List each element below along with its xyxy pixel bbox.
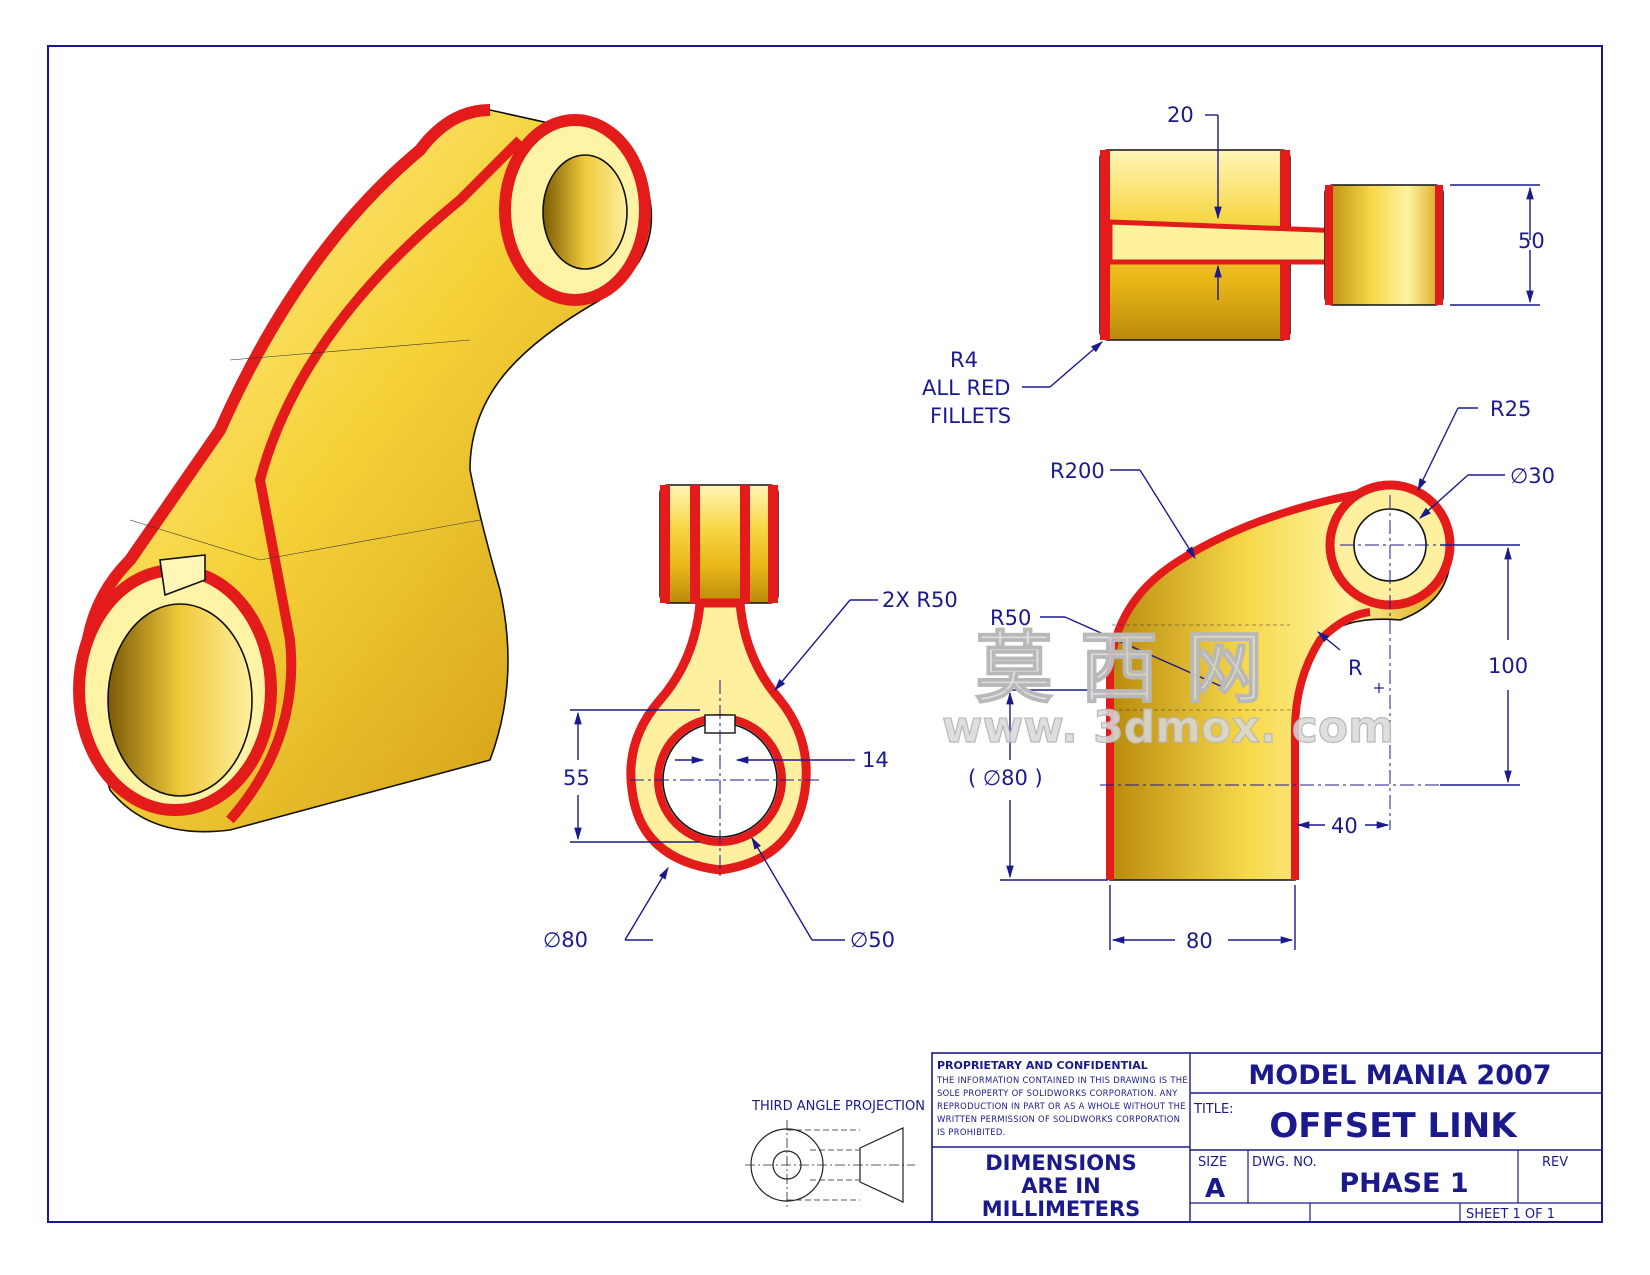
proprietary-text: IS PROHIBITED. (937, 1127, 1006, 1137)
dim-r: R (1348, 656, 1363, 680)
top-view-fillet (1325, 185, 1333, 305)
note-r4: R4 (950, 348, 978, 372)
top-view-fillet (1435, 185, 1443, 305)
front-fillet (660, 485, 670, 603)
title-block: PROPRIETARY AND CONFIDENTIAL THE INFORMA… (931, 1052, 1603, 1223)
dim-55: 55 (563, 766, 590, 790)
dim-2x-r50: 2X R50 (882, 588, 958, 612)
iso-keyway (159, 554, 206, 597)
front-fillet (740, 485, 750, 603)
front-view-small-boss (659, 484, 779, 604)
dim-80: 80 (1186, 929, 1213, 953)
sheet-number: SHEET 1 OF 1 (1466, 1207, 1555, 1222)
iso-inner-fillet (226, 136, 524, 824)
note-all-red: ALL RED (922, 376, 1010, 400)
company-name: MODEL MANIA 2007 (1248, 1060, 1551, 1091)
dim-50: 50 (1518, 229, 1545, 253)
watermark-chinese: 莫 西 网 (975, 624, 1263, 714)
proprietary-text: THE INFORMATION CONTAINED IN THIS DRAWIN… (936, 1075, 1188, 1085)
sheet-border (47, 45, 1603, 1223)
size-value: A (1205, 1174, 1225, 1204)
units-line3: MILLIMETERS (982, 1197, 1141, 1221)
drawing-title: OFFSET LINK (1269, 1106, 1518, 1146)
top-view-small-boss (1324, 184, 1444, 306)
watermark-url: www. 3dmox. com (942, 702, 1394, 753)
top-view-fillet (1100, 150, 1110, 340)
dim-r50-side: R50 (990, 606, 1031, 630)
watermark: 莫 西 网 www. 3dmox. com (941, 623, 1394, 753)
side-view: R200 R25 ∅30 R50 R 100 ( ∅80 ) 40 (968, 397, 1555, 953)
dwg-no-label: DWG. NO. (1252, 1155, 1317, 1170)
dim-dia50: ∅50 (850, 928, 895, 952)
proprietary-text: SOLE PROPERTY OF SOLIDWORKS CORPORATION.… (937, 1088, 1178, 1098)
front-view: 2X R50 55 14 ∅80 ∅50 (543, 484, 958, 952)
dim-r25: R25 (1490, 397, 1531, 421)
dwg-no-value: PHASE 1 (1339, 1168, 1468, 1199)
side-fillet (1106, 486, 1381, 880)
title-label: TITLE: (1193, 1102, 1234, 1117)
dim-dia30: ∅30 (1510, 464, 1555, 488)
dim-40: 40 (1331, 814, 1358, 838)
side-fillet (1291, 608, 1371, 880)
proprietary-text: REPRODUCTION IN PART OR AS A WHOLE WITHO… (937, 1101, 1186, 1111)
size-label: SIZE (1198, 1155, 1227, 1170)
units-line1: DIMENSIONS (985, 1151, 1137, 1175)
iso-tangent-line (259, 519, 481, 561)
dim-dia80-ref: ( ∅80 ) (968, 766, 1043, 790)
top-view: 20 50 R4 ALL RED FILLETS (922, 103, 1545, 428)
dim-r200: R200 (1050, 459, 1105, 483)
front-fillet (768, 485, 778, 603)
rev-label: REV (1542, 1155, 1568, 1170)
proprietary-heading: PROPRIETARY AND CONFIDENTIAL (937, 1059, 1148, 1072)
dim-20: 20 (1167, 103, 1194, 127)
front-fillet (690, 485, 700, 603)
proprietary-text: WRITTEN PERMISSION OF SOLIDWORKS CORPORA… (937, 1114, 1180, 1124)
projection-symbol: THIRD ANGLE PROJECTION (745, 1099, 925, 1210)
iso-large-bore (107, 603, 253, 797)
dim-100: 100 (1488, 654, 1528, 678)
iso-tangent-line (229, 339, 471, 361)
projection-label: THIRD ANGLE PROJECTION (751, 1099, 925, 1114)
iso-small-bore (542, 154, 628, 270)
iso-tangent-line (129, 519, 261, 561)
dim-dia80: ∅80 (543, 928, 588, 952)
note-fillets: FILLETS (930, 404, 1011, 428)
isometric-view (73, 104, 653, 833)
dim-14: 14 (862, 748, 889, 772)
units-line2: ARE IN (1021, 1174, 1100, 1198)
